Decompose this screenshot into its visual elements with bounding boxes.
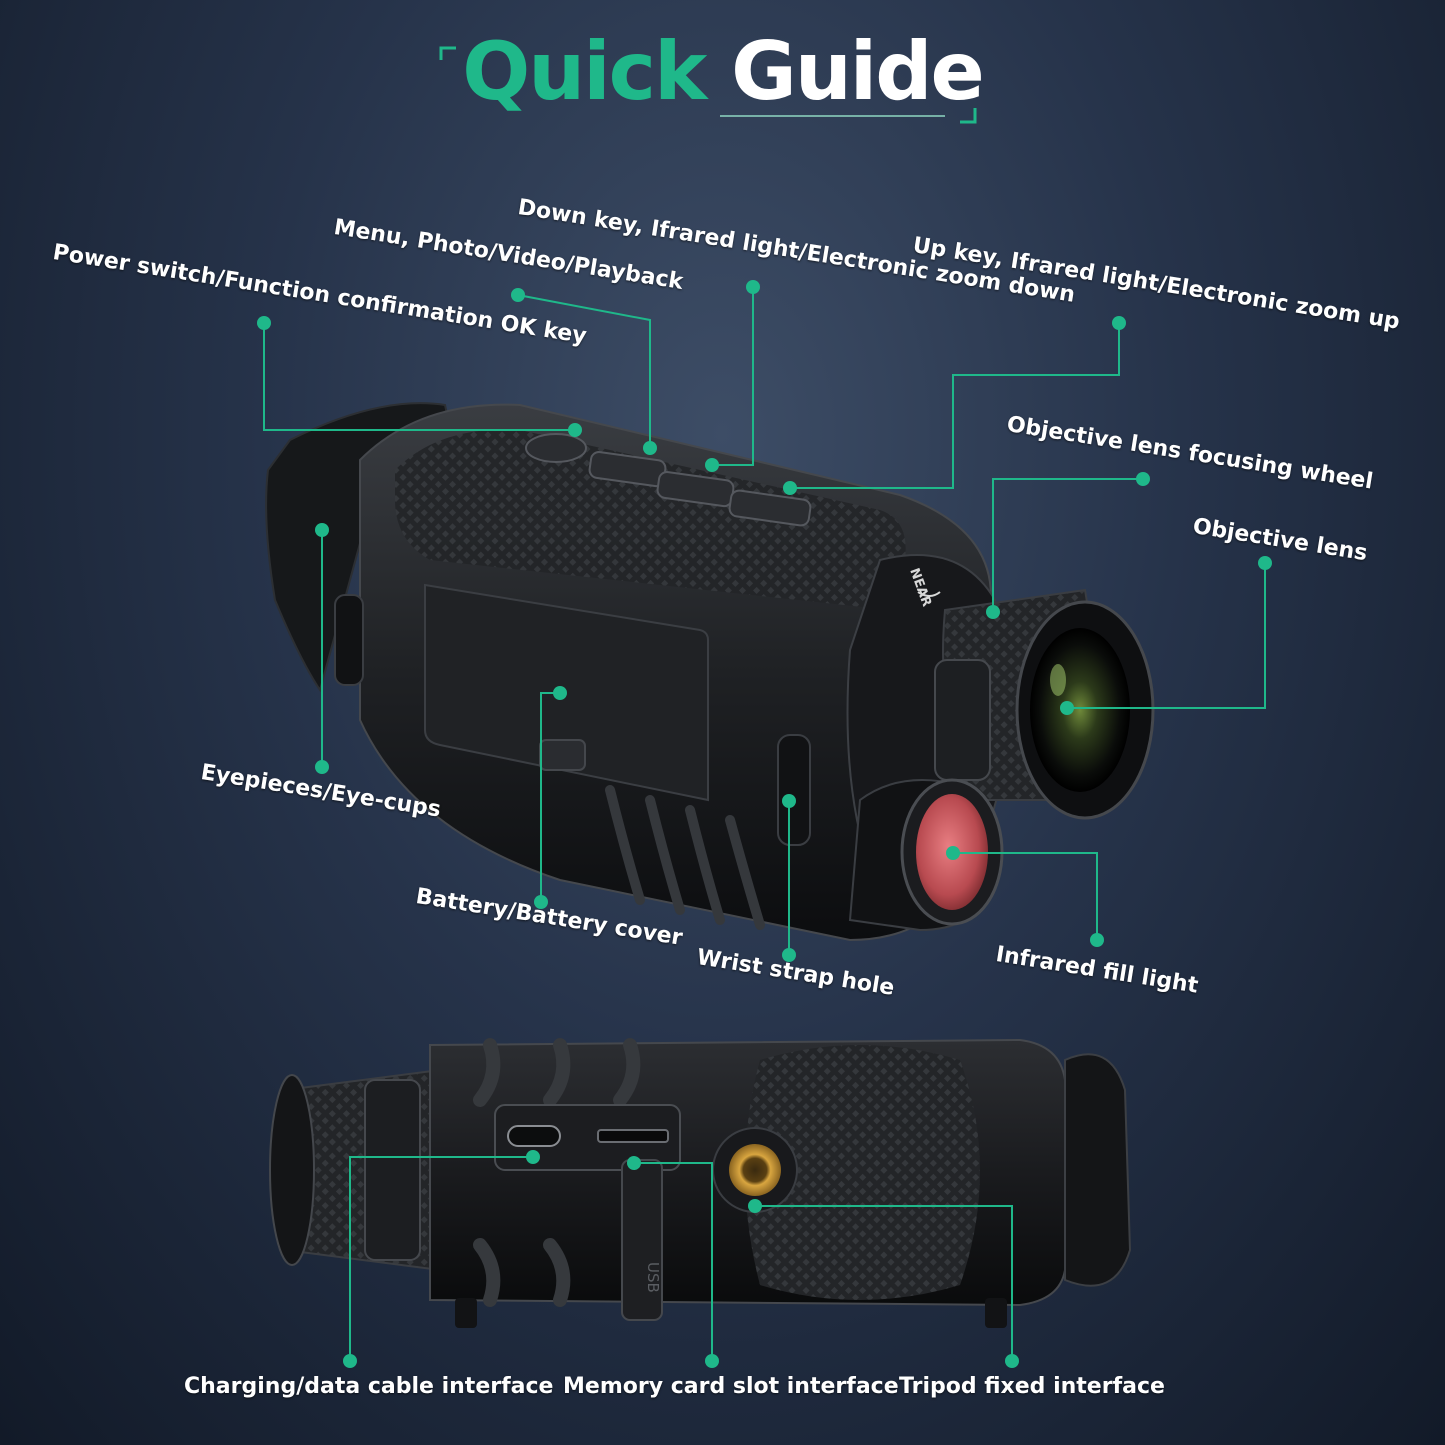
objective-glass (1030, 628, 1130, 792)
side-eyecup (1064, 1053, 1132, 1287)
callout-menu (517, 294, 651, 448)
grip-ribs (605, 785, 765, 930)
callout-dots (257, 280, 1272, 1368)
near-arrow (917, 591, 941, 597)
label-charging: Charging/data cable interface (184, 1374, 554, 1399)
tripod-socket[interactable] (729, 1144, 781, 1196)
callout-tripod (755, 1205, 1013, 1361)
strap-lug-right (777, 734, 811, 846)
side-knurled-grip (745, 1045, 980, 1300)
port-panel (494, 1104, 681, 1171)
foot-right (985, 1298, 1007, 1328)
night-vision-device-side-view: USB (269, 1038, 1132, 1328)
title-bracket (439, 46, 977, 124)
power-button[interactable] (525, 433, 587, 463)
control-buttons (525, 433, 812, 527)
up-button[interactable] (728, 489, 812, 527)
focus-ring (934, 659, 991, 781)
side-focus-ring (364, 1079, 421, 1261)
title-part-1: Quick (462, 25, 707, 118)
sd-card-slot[interactable] (597, 1129, 669, 1143)
night-vision-device-top-view: NEAR (265, 402, 1155, 942)
side-lens-rim (269, 1074, 315, 1266)
page-title: Quick Guide (0, 28, 1445, 116)
usb-flap[interactable] (621, 1159, 663, 1321)
callout-charging (349, 1156, 533, 1361)
usb-c-port[interactable] (507, 1125, 561, 1147)
foot-left (455, 1298, 477, 1328)
usb-mark: USB (644, 1262, 662, 1293)
strap-lug-left (334, 594, 364, 686)
side-bottom-ribs (473, 1238, 571, 1307)
label-tripod: Tripod fixed interface (899, 1374, 1165, 1399)
callout-down (712, 287, 754, 466)
callout-objective (1067, 563, 1266, 709)
knurled-grip (395, 429, 906, 610)
side-top-ribs (473, 1038, 641, 1107)
callout-ir (953, 852, 1098, 940)
callout-up (790, 323, 1120, 489)
callout-focus (992, 478, 1143, 612)
lens-glare (1050, 664, 1066, 696)
callout-memory (634, 1162, 713, 1361)
callout-power (263, 323, 575, 431)
battery-latch (539, 739, 586, 771)
title-part-2: Guide (731, 25, 985, 118)
label-memory-card: Memory card slot interface (563, 1374, 899, 1399)
